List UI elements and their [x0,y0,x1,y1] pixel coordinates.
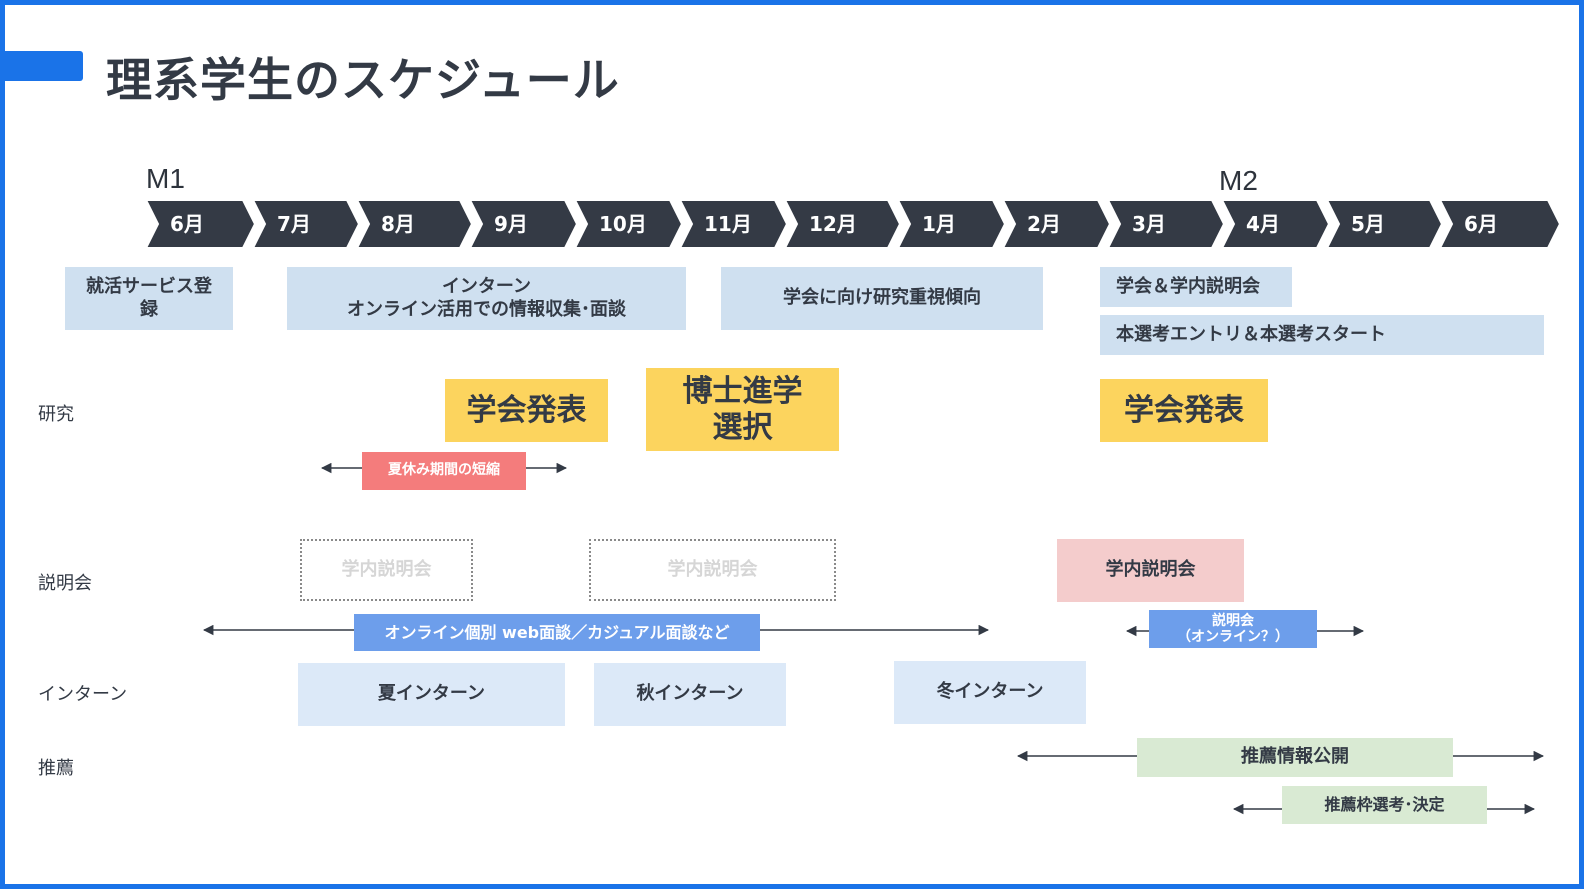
natsuyasumi-tanshuku: 夏休み期間の短縮 [362,452,526,490]
month-chevron [468,199,579,249]
month-chevron [1220,199,1331,249]
summer-intern: 夏インターン [298,663,565,726]
month-label: 12月 [809,212,857,236]
month-label: 1月 [922,212,956,236]
month-label: 6月 [1464,212,1498,236]
month-chevron [144,199,257,249]
month-label: 11月 [704,212,752,236]
autumn-intern: 秋インターン [594,663,786,726]
month-chevron [1001,199,1112,249]
phase-research-focus: 学会に向け研究重視傾向 [721,267,1043,330]
month-label: 7月 [277,212,311,236]
phase-honsenko: 本選考エントリ＆本選考スタート [1100,315,1544,355]
month-chevron [355,199,474,249]
year-label-m2: M2 [1219,165,1258,196]
phase-gakkai-setsumeikai: 学会＆学内説明会 [1100,267,1292,307]
month-label: 3月 [1132,212,1166,236]
hakushi-shingaku: 博士進学 選択 [646,368,839,451]
month-chevron [1106,199,1226,249]
online-kobetsu-mendan: オンライン個別 web面談／カジュアル面談など [354,614,760,651]
accent-bar [0,51,83,81]
gakunai-setsumeikai-1: 学内説明会 [300,539,473,601]
suisen-waku-senko: 推薦枠選考･決定 [1282,786,1487,824]
month-chevron [1438,199,1562,249]
row-label-setsumeikai: 説明会 [38,573,92,594]
suisen-joho-kokai: 推薦情報公開 [1137,738,1453,777]
online-setsumeikai: 説明会 （オンライン？） [1149,610,1317,648]
row-label-suisen: 推薦 [38,758,74,779]
winter-intern: 冬インターン [894,661,1086,724]
row-label-research: 研究 [38,404,74,425]
year-label-m1: M1 [146,163,185,194]
phase-shukatsu-service: 就活サービス登 録 [65,267,233,330]
gakkai-happyo-1: 学会発表 [445,379,608,442]
month-label: 6月 [170,212,204,236]
month-chevron [783,199,902,249]
month-chevron [251,199,361,249]
page-title: 理系学生のスケジュール [106,53,620,107]
month-label: 10月 [599,212,647,236]
phase-intern-info: インターン オンライン活用での情報収集･面談 [287,267,686,330]
month-label: 5月 [1351,212,1385,236]
month-label: 4月 [1246,212,1280,236]
month-chevron [573,199,684,249]
month-chevron [1325,199,1444,249]
month-chevron [896,199,1007,249]
month-timeline: 6月 7月 8月 9月 10月 11月 12月 1月 2月 3月 4月 5月 6月 [144,199,1562,249]
month-chevron [678,199,789,249]
month-label: 2月 [1027,212,1061,236]
month-label: 8月 [381,212,415,236]
gakunai-setsumeikai-2: 学内説明会 [589,539,836,601]
month-label: 9月 [494,212,528,236]
gakkai-happyo-2: 学会発表 [1100,379,1268,442]
gakunai-setsumeikai-3: 学内説明会 [1057,539,1244,602]
row-label-intern: インターン [38,684,128,705]
